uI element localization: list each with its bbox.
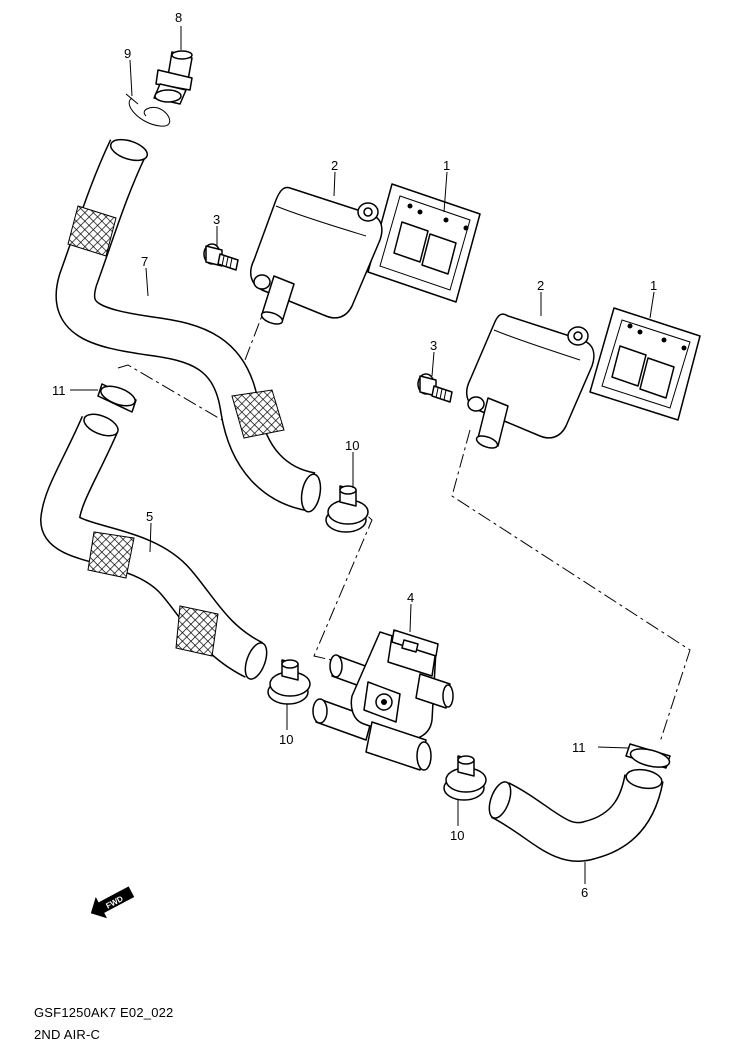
callout-3-lower: 3 [430,338,437,353]
drawing-code: GSF1250AK7 E02_022 [34,1005,174,1020]
clamp-part-11-lower [625,743,671,769]
fitting-part-8 [153,50,193,105]
hose-part-5 [39,413,268,680]
clip-part-9 [125,93,171,127]
forward-arrow-icon: FWD [90,886,135,919]
hose-part-6 [488,768,664,862]
valve-cover-part-2-upper [249,186,383,325]
callout-5: 5 [146,509,153,524]
clamp-part-10-lower [443,755,487,801]
callout-1-upper: 1 [443,158,450,173]
bolt-part-3-lower [417,373,453,403]
bolt-part-3-upper [203,243,239,271]
callout-9: 9 [124,46,131,61]
clamp-part-11-upper [97,383,137,413]
callout-2-lower: 2 [537,278,544,293]
callout-10-upper: 10 [345,438,359,453]
reed-valve-part-1-upper [367,183,481,303]
clamp-part-10-upper [325,485,369,533]
callout-7: 7 [141,254,148,269]
callout-3-upper: 3 [213,212,220,227]
callout-10-middle: 10 [279,732,293,747]
hose-part-7 [55,138,322,513]
clamp-part-10-middle [267,659,311,705]
callout-2-upper: 2 [331,158,338,173]
callout-6: 6 [581,885,588,900]
reed-valve-part-1-lower [589,307,701,421]
callout-11-upper: 11 [52,383,66,398]
valve-cover-part-2-lower [465,313,595,449]
solenoid-valve-part-4 [312,629,454,771]
leader-lines [70,26,655,884]
callout-4: 4 [407,590,414,605]
callout-1-lower: 1 [650,278,657,293]
callout-8: 8 [175,10,182,25]
callout-10-lower: 10 [450,828,464,843]
callout-11-lower: 11 [572,740,586,755]
section-name: 2ND AIR-C [34,1027,101,1042]
callout-numbers: 8 9 1 2 3 7 1 2 3 11 10 5 4 10 11 10 6 [52,10,657,900]
